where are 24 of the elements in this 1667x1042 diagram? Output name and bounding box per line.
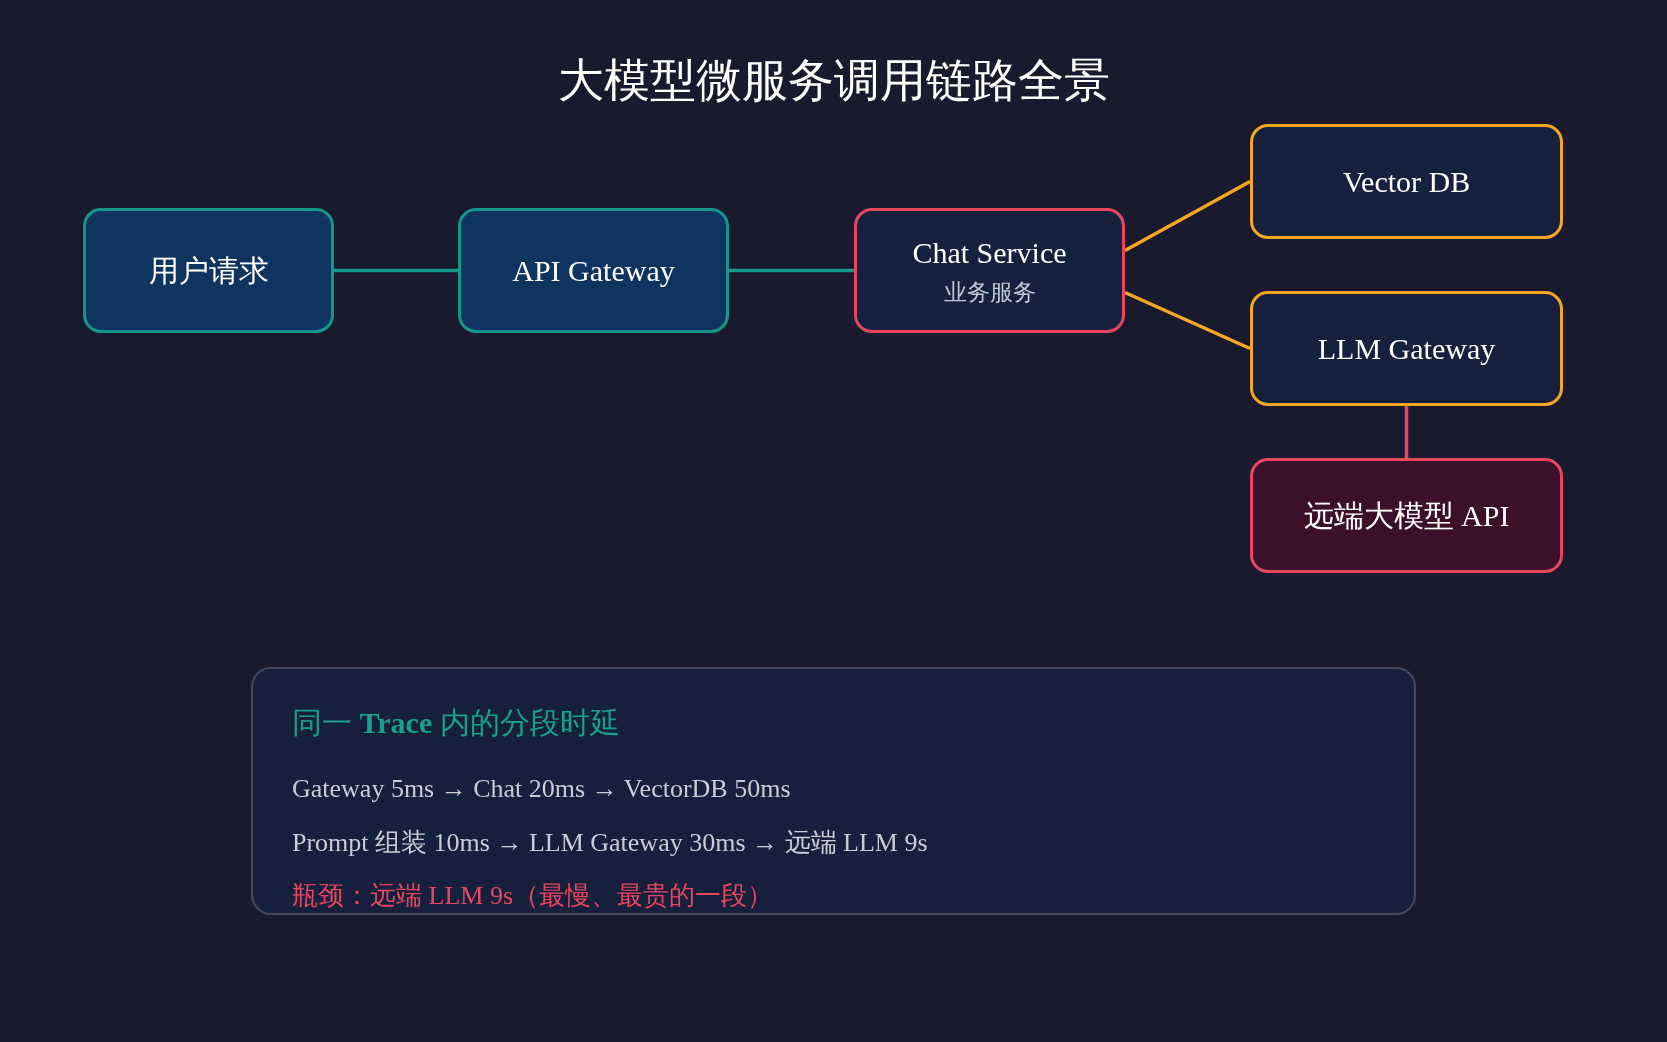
bottleneck-note: 瓶颈：远端 LLM 9s（最慢、最贵的一段） (292, 880, 773, 912)
box-label: API Gateway (512, 252, 675, 289)
service-box (1250, 458, 1563, 573)
box-subtitle: 业务服务 (943, 278, 1036, 307)
box-label: 用户请求 (148, 252, 269, 289)
connector-line (1124, 290, 1251, 351)
service-box (1250, 291, 1563, 406)
box-label: Chat Service (912, 234, 1067, 271)
latency-line: Prompt 组装 10ms → LLM Gateway 30ms → 远端 LLM 9s (292, 827, 928, 859)
connector-line (729, 268, 854, 273)
box-label: LLM Gateway (1317, 330, 1496, 367)
connector-line (1124, 179, 1251, 253)
box-label: Vector DB (1342, 163, 1471, 200)
info-panel (251, 667, 1416, 915)
latency-line: Gateway 5ms → Chat 20ms → VectorDB 50ms (292, 773, 791, 805)
connector-line (1404, 406, 1409, 458)
diagram-title: 大模型微服务调用链路全景 (557, 53, 1110, 108)
service-box (1250, 124, 1563, 239)
connector-line (334, 268, 458, 273)
panel-heading: 同一 Trace 内的分段时延 (292, 705, 620, 741)
service-box (458, 208, 729, 333)
service-box (854, 208, 1125, 333)
service-box (83, 208, 334, 333)
box-label: 远端大模型 API (1303, 497, 1510, 534)
